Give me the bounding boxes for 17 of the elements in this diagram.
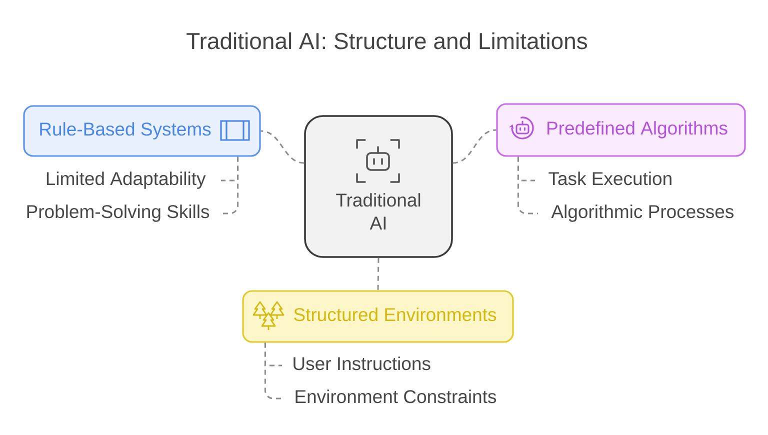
category-box: Rule-Based Systems [23,105,261,157]
title: Traditional AI: Structure and Limitations [186,32,588,50]
item-label: Environment Constraints [296,390,496,404]
category-box: Predefined Algorithms [496,103,746,157]
connector [517,156,538,214]
connector [377,258,380,290]
item-label: Task Execution [548,172,672,186]
connector [452,129,496,164]
category-box: Structured Environments [242,290,514,343]
item-label: Algorithmic Processes [551,204,734,222]
connector [264,342,284,400]
item-label: Limited Adaptability [46,172,206,189]
connector [260,130,304,164]
item-label: Problem-Solving Skills [27,204,210,222]
connector [221,156,239,214]
central-box: Traditional AI [304,115,453,258]
item-label: User Instructions [294,356,430,370]
